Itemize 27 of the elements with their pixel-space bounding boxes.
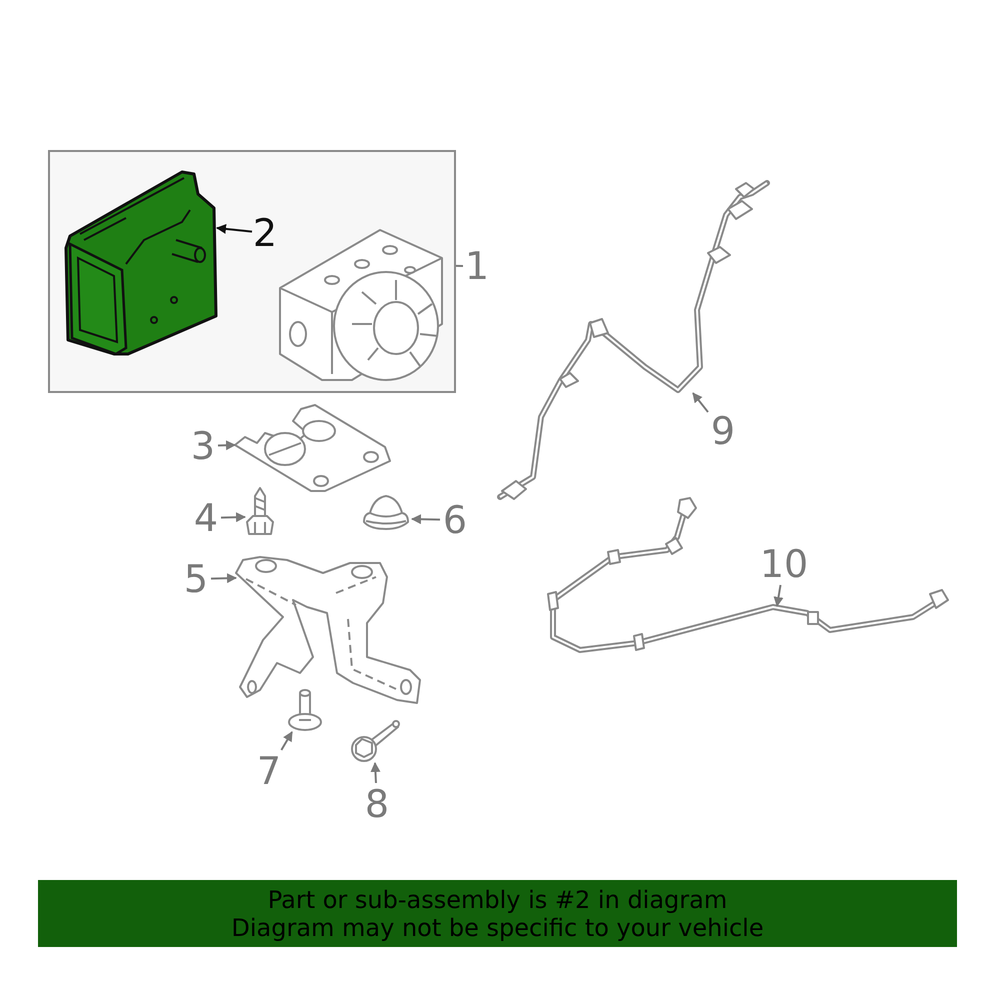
callout-number: 9 — [708, 410, 738, 452]
control-module-drawing — [64, 170, 217, 356]
leader-arrow — [692, 392, 709, 413]
notice-banner: Part or sub-assembly is #2 in diagram Diagram may not be specific to your vehicle — [38, 880, 957, 947]
bolt-drawing — [245, 486, 275, 538]
leader-arrow — [220, 512, 246, 522]
leader-arrow — [280, 731, 293, 750]
leader-arrow — [411, 514, 440, 524]
stud-drawing — [285, 688, 325, 732]
assembly-frame — [48, 150, 456, 393]
leader-arrow — [218, 440, 236, 450]
callout-number: 5 — [181, 558, 211, 600]
callout-number: 7 — [254, 750, 284, 792]
callout-number: 2 — [252, 212, 278, 254]
bumper-drawing — [360, 494, 412, 532]
leader-arrow — [774, 584, 784, 607]
callout-number: 4 — [191, 497, 221, 539]
leader-arrow — [216, 224, 252, 234]
callout-number: 10 — [758, 543, 810, 585]
callout-number: 3 — [188, 425, 218, 467]
leader-arrow — [210, 573, 237, 584]
callout-number: 8 — [362, 783, 392, 825]
leader-arrow — [370, 762, 380, 784]
callout-number: 1 — [463, 245, 491, 287]
leader-line — [456, 264, 463, 267]
gasket-drawing — [235, 403, 392, 493]
callout-number: 6 — [440, 499, 470, 541]
